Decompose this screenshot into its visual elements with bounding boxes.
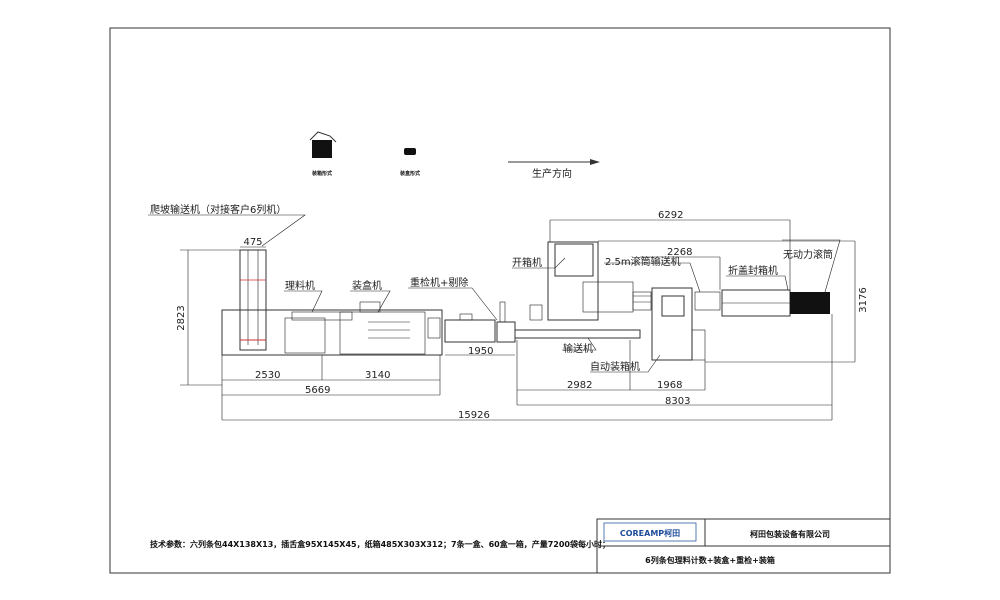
- dim-2982: 2982: [567, 380, 592, 391]
- box-form-label: 装盒形式: [399, 170, 420, 177]
- label-case-packer: 自动装箱机: [590, 360, 640, 373]
- dim-3140: 3140: [365, 370, 390, 381]
- direction-arrow-icon: [508, 159, 600, 165]
- dimension-lines: [180, 219, 856, 421]
- box-form-icon: [404, 148, 416, 155]
- label-checkweigher: 重检机+剔除: [410, 276, 468, 289]
- label-belt-conveyor: 爬坡输送机（对接客户6列机）: [150, 203, 286, 216]
- dim-2268: 2268: [667, 247, 692, 258]
- logo-box: [603, 522, 697, 542]
- label-gravity-roller: 无动力滚筒: [783, 248, 833, 261]
- drawing-border: [109, 27, 891, 574]
- label-cartoner: 装盒机: [352, 279, 382, 292]
- company-logo: COREAMP柯田: [620, 528, 680, 538]
- label-sorter: 理料机: [285, 279, 315, 292]
- dim-6292: 6292: [658, 210, 683, 221]
- left-machines: [221, 249, 516, 356]
- dim-2530: 2530: [255, 370, 280, 381]
- dim-1968: 1968: [657, 380, 682, 391]
- case-form-icon: [309, 131, 337, 158]
- dim-15926: 15926: [458, 410, 490, 421]
- dim-475: 475: [243, 237, 262, 248]
- drawing-title: 6列条包理料计数+装盒+重检+装箱: [645, 555, 775, 565]
- tech-params: 技术参数：六列条包44X138X13，插舌盒95X145X45，纸箱485X30…: [150, 539, 610, 550]
- dim-5669: 5669: [305, 385, 330, 396]
- company-name: 柯田包装设备有限公司: [750, 529, 830, 539]
- dim-8303: 8303: [665, 396, 690, 407]
- label-roller-conveyor: 2.5m滚筒输送机: [605, 255, 681, 268]
- label-case-erector: 开箱机: [512, 256, 542, 269]
- right-machines: [514, 241, 830, 361]
- label-case-sealer: 折盖封箱机: [728, 264, 778, 277]
- case-form-label: 装箱形式: [311, 170, 332, 177]
- dim-3176: 3176: [858, 287, 869, 312]
- leader-lines: [148, 214, 841, 373]
- dim-2823: 2823: [176, 305, 187, 330]
- title-block: COREAMP柯田 柯田包装设备有限公司 6列条包理料计数+装盒+重检+装箱: [596, 518, 891, 574]
- direction-label: 生产方向: [532, 167, 572, 180]
- dim-1950: 1950: [468, 346, 493, 357]
- label-conveyor: 输送机: [563, 342, 593, 355]
